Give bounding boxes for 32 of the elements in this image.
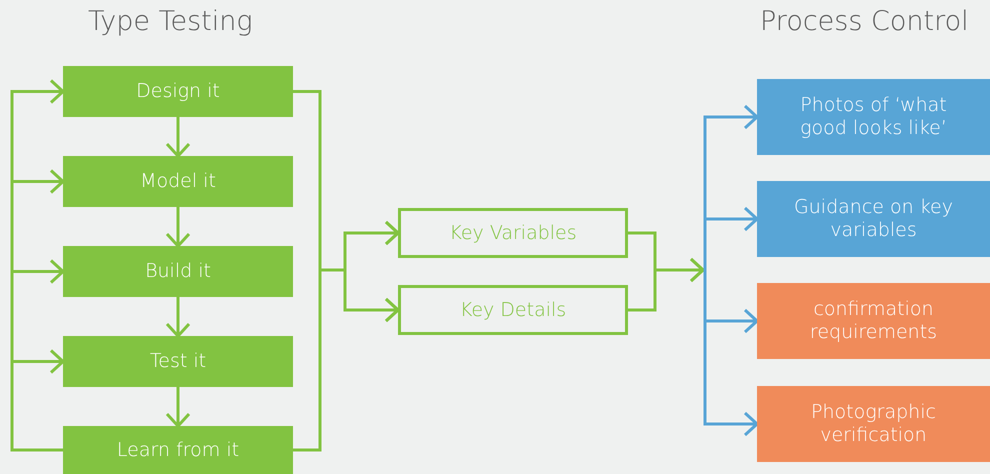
process-box (63, 156, 293, 207)
box-label: Key Details (460, 298, 566, 322)
arrow (166, 117, 190, 158)
box-label: Photos of ‘what good looks like’ (799, 94, 948, 140)
box-label: Design it (136, 80, 220, 103)
arrow (10, 349, 64, 452)
process-box (63, 246, 293, 297)
arrow (166, 297, 190, 338)
box-label: confirmation requirements (808, 298, 938, 344)
process-box (63, 426, 293, 474)
box-label: Test it (150, 350, 206, 373)
box-label: Guidance on key variables (793, 196, 954, 242)
process-box (398, 208, 628, 258)
process-box (63, 336, 293, 387)
process-box (757, 79, 990, 155)
arrow (704, 206, 758, 270)
column-heading: Type Testing (88, 6, 253, 37)
arrow (293, 268, 400, 452)
box-label: Learn from it (116, 438, 240, 462)
process-box (757, 283, 990, 359)
process-box (757, 386, 990, 462)
arrow (166, 387, 190, 428)
column-heading: Process Control (760, 6, 969, 37)
box-label: Photographic verification (810, 401, 937, 447)
arrow (166, 207, 190, 248)
box-label: Key Variables (449, 222, 577, 244)
process-box (63, 66, 293, 117)
box-label: Model it (140, 170, 216, 193)
process-box (398, 285, 628, 335)
box-label: Build it (145, 260, 211, 283)
arrow (628, 258, 704, 312)
process-box (757, 181, 990, 257)
